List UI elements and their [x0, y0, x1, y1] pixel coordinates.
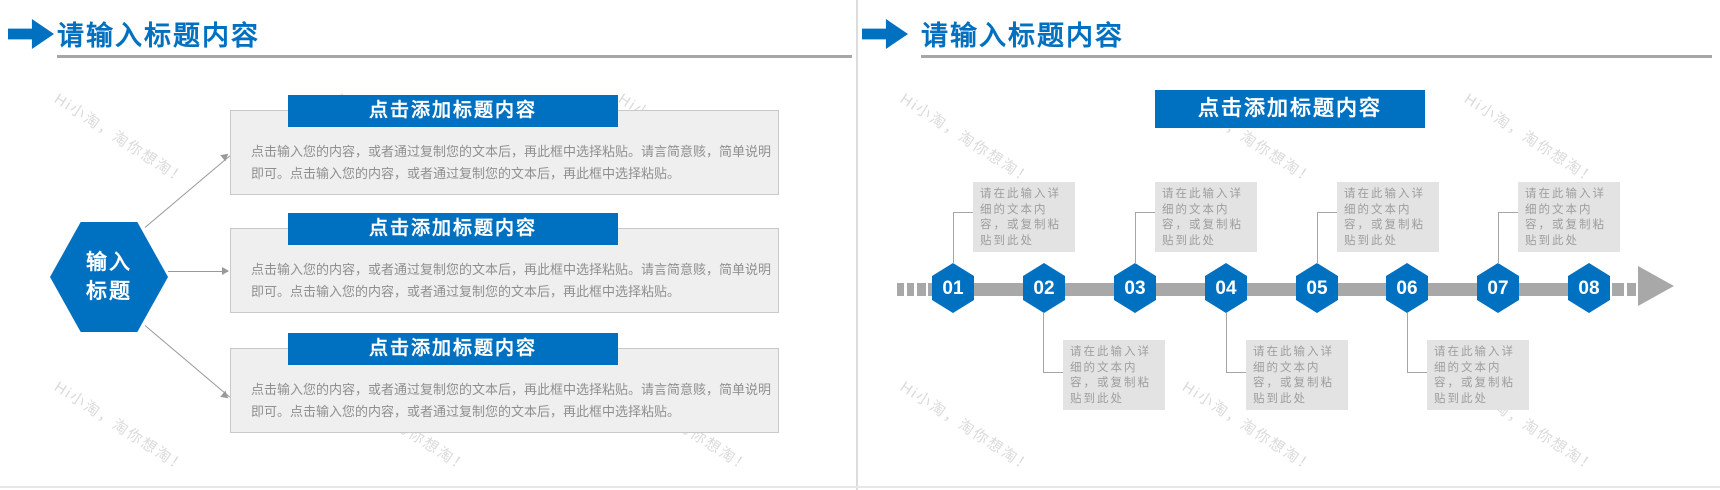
step-number: 08 — [1578, 278, 1600, 299]
timeline-arrow-icon — [1638, 266, 1674, 306]
content-card[interactable]: 点击添加标题内容 点击输入您的内容，或者通过复制您的文本后，再此框中选择粘贴。请… — [230, 95, 779, 195]
card-body[interactable]: 点击输入您的内容，或者通过复制您的文本后，再此框中选择粘贴。请言简意赅，简单说明… — [251, 144, 772, 181]
note-box[interactable]: 请在此输入详细的文本内容，或复制粘贴到此处 — [1155, 182, 1257, 252]
slide-divider — [856, 0, 858, 490]
content-card[interactable]: 点击添加标题内容 点击输入您的内容，或者通过复制您的文本后，再此框中选择粘贴。请… — [230, 333, 779, 433]
note-connector — [1498, 212, 1499, 264]
watermark-text: Hi小淘，淘你想淘！ — [51, 378, 190, 477]
connector-line — [168, 271, 228, 272]
timeline-dash — [917, 283, 926, 296]
note-connector — [1135, 212, 1155, 213]
note-box[interactable]: 请在此输入详细的文本内容，或复制粘贴到此处 — [1063, 340, 1165, 410]
note-connector — [1317, 212, 1337, 213]
card-body[interactable]: 点击输入您的内容，或者通过复制您的文本后，再此框中选择粘贴。请言简意赅，简单说明… — [251, 382, 772, 419]
banner-title[interactable]: 点击添加标题内容 — [1155, 90, 1425, 128]
timeline-step-hex[interactable]: 05 — [1296, 263, 1338, 313]
connector-line — [144, 325, 231, 398]
note-connector — [1043, 372, 1063, 373]
hexagon-label-line1: 输入 — [86, 251, 132, 274]
connector-arrowhead-icon — [222, 267, 229, 275]
note-connector — [1498, 212, 1518, 213]
hexagon-title-shape[interactable]: 输入 标题 — [50, 222, 168, 332]
title-arrow-icon — [8, 19, 54, 49]
timeline-dash — [1612, 283, 1624, 296]
step-number: 03 — [1124, 278, 1146, 299]
timeline-step-hex[interactable]: 03 — [1114, 263, 1156, 313]
step-number: 07 — [1487, 278, 1509, 299]
step-number: 06 — [1396, 278, 1418, 299]
timeline-dash — [1627, 283, 1636, 296]
step-number: 02 — [1033, 278, 1055, 299]
watermark-text: Hi小淘，淘你想淘！ — [1461, 90, 1600, 189]
slide-title[interactable]: 请输入标题内容 — [57, 21, 260, 51]
timeline-step-hex[interactable]: 07 — [1477, 263, 1519, 313]
hexagon-label-line2: 标题 — [86, 280, 132, 303]
timeline-step-hex[interactable]: 06 — [1386, 263, 1428, 313]
note-box[interactable]: 请在此输入详细的文本内容，或复制粘贴到此处 — [1518, 182, 1620, 252]
card-header[interactable]: 点击添加标题内容 — [288, 333, 618, 365]
note-connector — [953, 212, 954, 264]
bottom-edge-line — [0, 486, 1720, 488]
title-arrow-icon — [862, 19, 908, 49]
step-number: 05 — [1306, 278, 1328, 299]
watermark-text: Hi小淘，淘你想淘！ — [897, 378, 1036, 477]
note-connector — [1043, 313, 1044, 372]
step-number: 01 — [942, 278, 964, 299]
content-card[interactable]: 点击添加标题内容 点击输入您的内容，或者通过复制您的文本后，再此框中选择粘贴。请… — [230, 213, 779, 313]
timeline-dash — [907, 283, 914, 296]
slide-title[interactable]: 请输入标题内容 — [921, 21, 1124, 51]
note-connector — [953, 212, 973, 213]
note-box[interactable]: 请在此输入详细的文本内容，或复制粘贴到此处 — [1427, 340, 1529, 410]
timeline-bar — [928, 283, 1606, 296]
card-header[interactable]: 点击添加标题内容 — [288, 95, 618, 127]
note-connector — [1135, 212, 1136, 264]
timeline-step-hex[interactable]: 04 — [1205, 263, 1247, 313]
title-underline — [921, 55, 1712, 58]
note-connector — [1407, 372, 1427, 373]
card-body[interactable]: 点击输入您的内容，或者通过复制您的文本后，再此框中选择粘贴。请言简意赅，简单说明… — [251, 262, 772, 299]
timeline-step-hex[interactable]: 08 — [1568, 263, 1610, 313]
step-number: 04 — [1215, 278, 1237, 299]
timeline-step-hex[interactable]: 01 — [932, 263, 974, 313]
note-box[interactable]: 请在此输入详细的文本内容，或复制粘贴到此处 — [1337, 182, 1439, 252]
title-underline — [57, 55, 852, 58]
watermark-text: Hi小淘，淘你想淘！ — [897, 90, 1036, 189]
note-box[interactable]: 请在此输入详细的文本内容，或复制粘贴到此处 — [1246, 340, 1348, 410]
timeline-step-hex[interactable]: 02 — [1023, 263, 1065, 313]
note-connector — [1407, 313, 1408, 372]
note-box[interactable]: 请在此输入详细的文本内容，或复制粘贴到此处 — [973, 182, 1075, 252]
card-header[interactable]: 点击添加标题内容 — [288, 213, 618, 245]
note-connector — [1226, 372, 1246, 373]
watermark-text: Hi小淘，淘你想淘！ — [51, 90, 190, 189]
note-connector — [1317, 212, 1318, 264]
timeline-dash — [897, 283, 904, 296]
note-connector — [1226, 313, 1227, 372]
